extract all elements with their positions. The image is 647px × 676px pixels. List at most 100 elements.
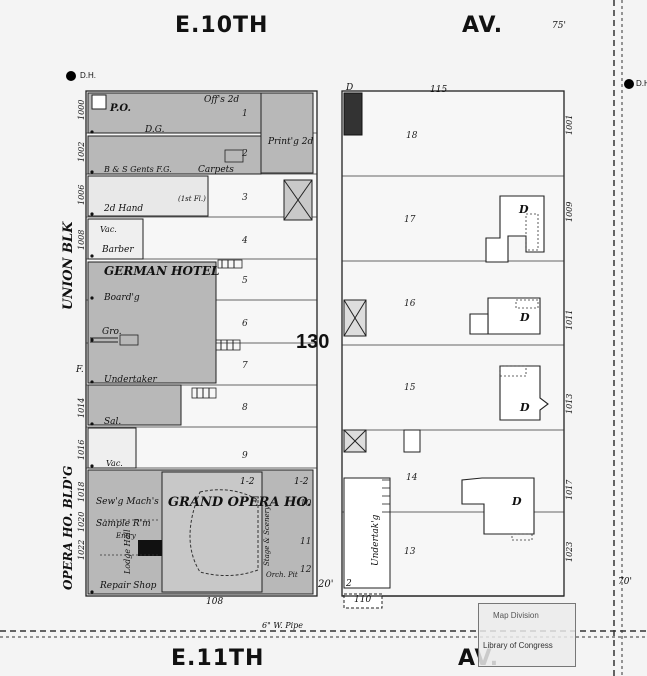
east-corner-mark: D [346, 83, 354, 93]
dwelling-mark: D [512, 495, 522, 508]
dwelling-porches [499, 213, 539, 541]
mark-label: 1-2 [294, 477, 309, 487]
west-stairs [119, 149, 244, 399]
use-label: Vac. [100, 225, 117, 234]
address-label: 1006 [77, 184, 86, 205]
library-stamp: Map Division Library of Congress [478, 603, 576, 667]
use-label: Sample R'm [96, 519, 151, 529]
dwelling-mark: D [520, 311, 530, 324]
dh-label-right: D.H. [636, 79, 647, 88]
address-label: 1022 [77, 539, 86, 560]
use-label: Stage & Scenery [263, 506, 271, 566]
east-corner-small: 2 [346, 579, 352, 589]
union-blk-label: UNION BLK [61, 221, 76, 310]
block-number: 130 [296, 331, 330, 353]
east-lot-number: 16 [404, 299, 416, 309]
east-address: 1009 [565, 201, 574, 222]
opera-auditorium [189, 489, 259, 576]
margin-75: 75' [552, 21, 566, 31]
use-label: Sal. [104, 417, 122, 427]
use-label: Orch. Pit [266, 571, 298, 579]
east-top-number: 115 [430, 85, 448, 95]
lot-number: 3 [242, 193, 248, 203]
street-av-top: AV. [462, 13, 504, 38]
hydrant-dot-right [624, 79, 634, 89]
east-x-marks [343, 299, 367, 453]
frontage-20: 20' [318, 579, 334, 590]
dh-label-left: D.H. [80, 71, 96, 80]
lot-number: 6 [242, 319, 248, 329]
east-dwellings [461, 195, 549, 535]
east-corner-building [343, 92, 363, 136]
hydrant-dot-left [66, 71, 76, 81]
lot-number: 7 [242, 361, 248, 371]
use-label: P.O. [110, 103, 131, 114]
undertaker-label: Undertak'g [371, 514, 381, 566]
east-address: 1001 [565, 114, 574, 135]
opera-house-title: GRAND OPERA HO. [168, 495, 312, 510]
use-label: Off's 2d [204, 95, 240, 105]
address-label: 1008 [77, 229, 86, 250]
use-label: Vac. [106, 459, 123, 468]
lot-number: 4 [242, 236, 248, 246]
use-label: Board'g [104, 293, 140, 303]
lot-marker-dots [90, 130, 94, 594]
use-label: Repair Shop [100, 581, 157, 591]
use-label: GERMAN HOTEL [104, 264, 220, 278]
dwelling-mark: D [520, 401, 530, 414]
east-lot-number: 17 [404, 215, 416, 225]
use-label: Undertaker [104, 375, 157, 385]
use-label: 2d Hand [104, 204, 144, 214]
use-label: B & S Gents F.G. [104, 165, 172, 174]
opera-bldg-label: OPERA HO. BLD'G [61, 465, 75, 590]
lot-number: 5 [242, 276, 248, 286]
undertaker-stairs [382, 479, 390, 513]
stamp-line2: Library of Congress [483, 641, 553, 650]
use-label: Entry [116, 532, 136, 540]
f-mark: F. [76, 365, 84, 375]
use-label: Carpets [198, 165, 234, 175]
east-lot-number: 18 [406, 131, 418, 141]
west-stair-lines [90, 260, 235, 398]
opera-elevator [138, 540, 162, 556]
address-label: 1020 [77, 511, 86, 532]
use-label: Barber [102, 245, 134, 255]
east-lot-number: 15 [404, 383, 416, 393]
address-label: 1014 [77, 397, 86, 418]
dwelling-mark: D [519, 203, 529, 216]
street-e11th: E.11TH [171, 646, 265, 671]
mark-label: 1-2 [240, 477, 255, 487]
east-address: 1011 [565, 309, 574, 330]
east-address: 1013 [565, 393, 574, 414]
east-lot-number: 13 [404, 547, 416, 557]
east-address: 1023 [565, 541, 574, 562]
use-label: Gro. [102, 327, 122, 337]
east-lot-number: 14 [406, 473, 418, 483]
address-label: 1018 [77, 481, 86, 502]
address-label: 1016 [77, 439, 86, 460]
use-label: (1st Fl.) [178, 195, 206, 203]
stamp-line1: Map Division [493, 611, 539, 620]
street-e10th: E.10TH [175, 13, 269, 38]
use-label: Print'g 2d [268, 137, 314, 147]
west-bottom-dim: 108 [206, 597, 224, 607]
water-pipe-note: 6" W. Pipe [262, 621, 304, 630]
use-label: Sew'g Mach's [96, 497, 159, 507]
lot-number: 10 [300, 499, 312, 509]
east-address: 1017 [565, 479, 574, 500]
use-label: Lodge Hall [123, 529, 132, 574]
margin-70: 70' [618, 577, 632, 587]
lot-number: 12 [300, 565, 312, 575]
lot-number: 1 [242, 109, 248, 119]
lot-number: 11 [300, 537, 312, 547]
address-label: 1002 [77, 141, 86, 162]
address-label: 1000 [77, 99, 86, 120]
east-bottom-dim: 110 [354, 595, 372, 605]
lot-number: 2 [242, 149, 248, 159]
lot-number: 8 [242, 403, 248, 413]
opera-stage [161, 471, 263, 593]
use-label: D.G. [145, 125, 165, 135]
lot-number: 9 [242, 451, 248, 461]
